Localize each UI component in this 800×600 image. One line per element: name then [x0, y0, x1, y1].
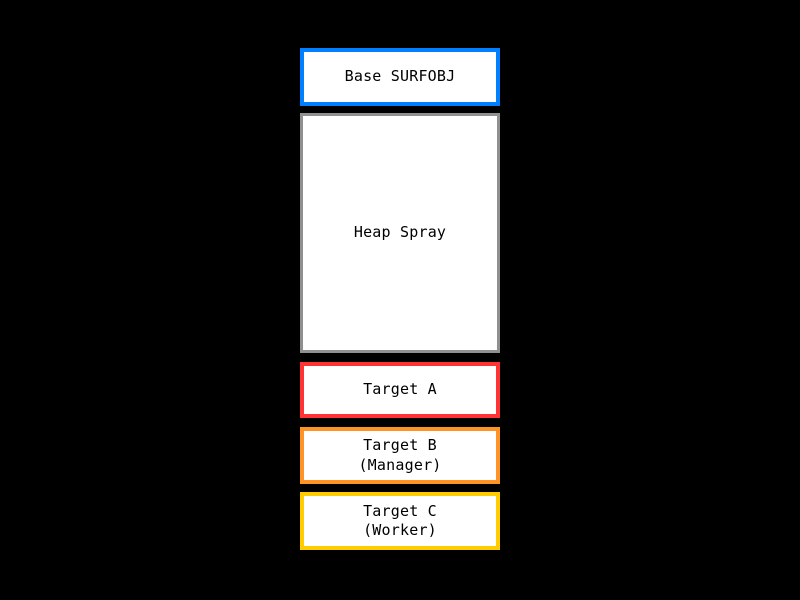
base-surfobj-label-line-1: Base SURFOBJ [344, 67, 456, 86]
heap-spray-block[interactable]: Heap Spray [300, 113, 500, 353]
target-b-label-line-1: Target B [363, 436, 437, 454]
target-a-block[interactable]: Target A [300, 362, 500, 418]
target-c-block[interactable]: Target C (Worker) [300, 492, 500, 550]
target-b-label-line-2: (Manager) [358, 455, 442, 474]
target-c-label-line-1: Target C [363, 501, 437, 520]
heap-spray-label-line-1: Heap Spray [353, 223, 447, 242]
target-b-block[interactable]: Target B (Manager) [300, 427, 500, 484]
base-surfobj-block[interactable]: Base SURFOBJ [300, 48, 500, 106]
target-c-label-line-2: (Worker) [363, 521, 437, 539]
target-a-label-line-1: Target A [363, 380, 437, 399]
